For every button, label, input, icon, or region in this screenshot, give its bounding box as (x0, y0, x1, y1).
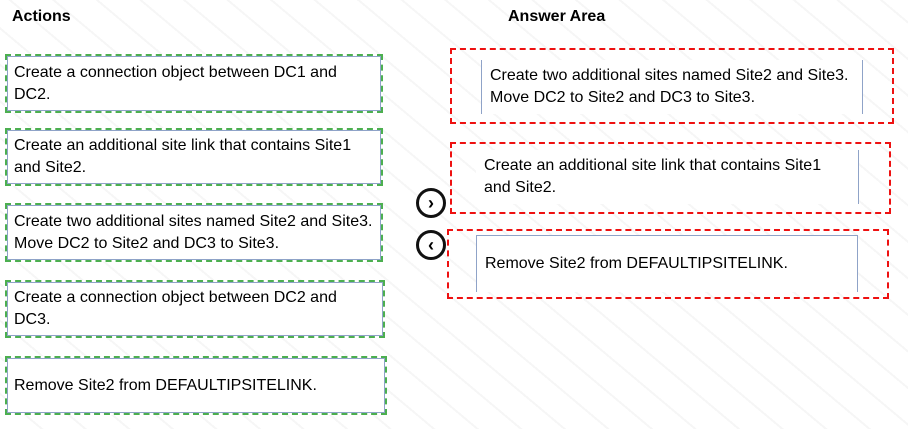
answer-area-heading: Answer Area (508, 8, 606, 25)
answer-item-2[interactable]: Create an additional site link that cont… (476, 150, 859, 204)
actions-heading: Actions (12, 8, 71, 25)
action-item-2[interactable]: Create an additional site link that cont… (5, 128, 383, 186)
answer-item-3[interactable]: Remove Site2 from DEFAULTIPSITELINK. (476, 235, 858, 292)
action-item-5[interactable]: Remove Site2 from DEFAULTIPSITELINK. (5, 356, 387, 415)
move-left-button[interactable]: ‹ (416, 230, 446, 260)
answer-item-1[interactable]: Create two additional sites named Site2 … (481, 60, 863, 114)
move-right-button[interactable]: › (416, 188, 446, 218)
answer-slot-2[interactable] (450, 142, 891, 214)
chevron-right-icon: › (428, 193, 434, 213)
answer-slot-3[interactable] (447, 229, 889, 299)
chevron-left-icon: ‹ (428, 235, 434, 255)
answer-slot-1[interactable] (450, 48, 894, 124)
action-item-1[interactable]: Create a connection object between DC1 a… (5, 54, 383, 113)
action-item-4[interactable]: Create a connection object between DC2 a… (5, 280, 385, 338)
action-item-3[interactable]: Create two additional sites named Site2 … (5, 203, 383, 262)
